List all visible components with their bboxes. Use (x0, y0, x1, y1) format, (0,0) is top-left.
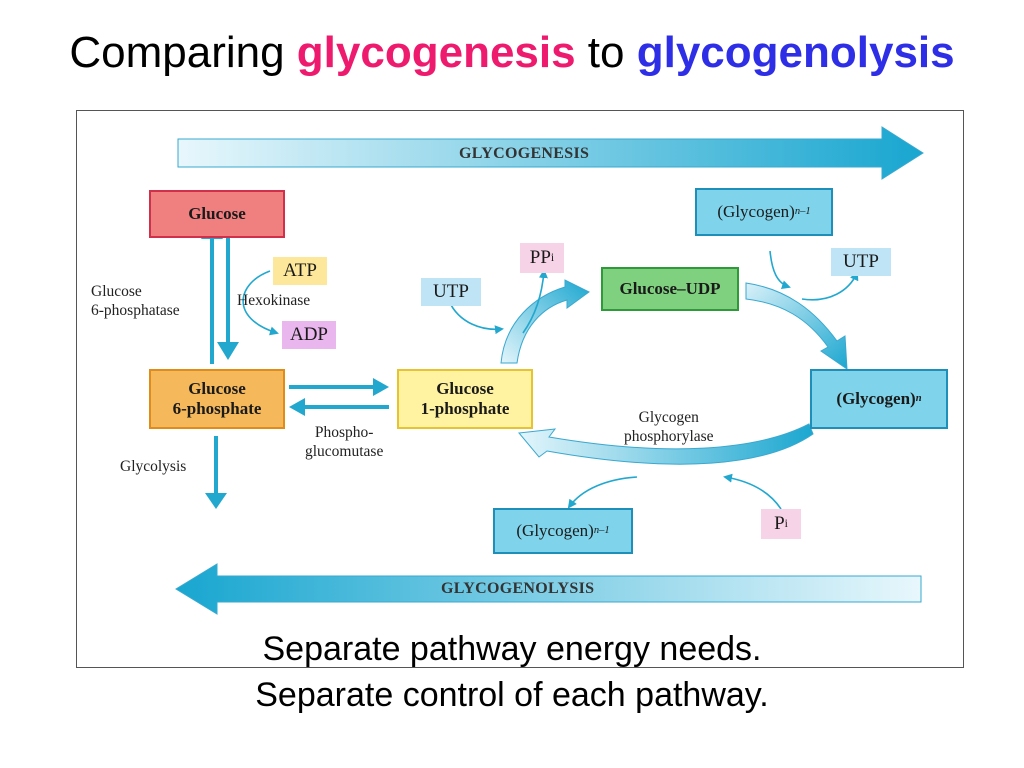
glucose-udp-box: Glucose–UDP (601, 267, 739, 311)
g6p-label-line1: Glucose (188, 379, 246, 399)
caption-line-1: Separate pathway energy needs. (262, 630, 762, 668)
glycolysis-arrow (205, 436, 227, 509)
utp-right-curve (801, 271, 859, 301)
glycogenolysis-band-label: GLYCOGENOLYSIS (441, 580, 595, 597)
phosphorylase-arc (518, 423, 814, 465)
utp-left-tag: UTP (421, 278, 481, 306)
phosphoglucomutase-label: Phospho-glucomutase (305, 424, 383, 461)
ppi-sub: i (550, 251, 555, 264)
gp-line1: Glycogen (638, 409, 699, 426)
glycogen-n-sub: n (915, 392, 922, 404)
title-prefix: Comparing (69, 28, 297, 77)
g1p-to-udp-arc (500, 279, 590, 364)
glycogenesis-band-arrow (177, 126, 924, 180)
caption-line-2: Separate control of each pathway. (255, 676, 769, 714)
glucose-to-g6p-arrow (217, 238, 239, 360)
hexokinase-label: Hexokinase (237, 292, 311, 309)
pgm-line1: Phospho- (314, 424, 374, 441)
udp-to-glycogen-arc (745, 282, 848, 370)
pi-sub: i (784, 517, 788, 530)
diagram-panel: GLYCOGENESIS GLYCOGENOLYSIS Glucose Gluc… (76, 110, 964, 668)
pathway-arrows (175, 126, 924, 615)
hexokinase-curve (242, 270, 279, 336)
atp-tag: ATP (273, 257, 327, 285)
g1p-label-line2: 1-phosphate (420, 399, 510, 418)
glycogen-n-minus-1-bottom-box: (Glycogen)n–1 (493, 508, 633, 554)
g6p-label-line2: 6-phosphate (172, 399, 262, 418)
g6p-to-g1p-arrow (289, 378, 389, 396)
g1p-label-line1: Glucose (436, 379, 494, 399)
glycolysis-label: Glycolysis (120, 458, 187, 475)
glucose-box: Glucose (149, 190, 285, 238)
glycogen-top-curve (769, 250, 791, 290)
g6pase-line1: Glucose (91, 283, 142, 300)
glycogen-n-minus-1-top-box: (Glycogen)n–1 (695, 188, 833, 236)
glycogen-top-base: (Glycogen) (717, 202, 795, 222)
glycogen-bottom-base: (Glycogen) (516, 521, 594, 541)
pi-curve (723, 473, 782, 510)
ppi-base: PP (529, 247, 551, 268)
g6pase-line2: 6-phosphatase (91, 301, 180, 319)
utp-left-curve (448, 300, 504, 335)
glucose-udp-label: Glucose–UDP (619, 279, 721, 299)
g1p-to-g6p-arrow (289, 398, 389, 416)
glycogen-bottom-curve (567, 476, 638, 509)
glycogen-n-base: (Glycogen) (836, 389, 916, 409)
pi-base: P (774, 513, 785, 534)
pgm-line2: glucomutase (305, 442, 384, 460)
glycogenesis-band-label: GLYCOGENESIS (459, 145, 590, 162)
title-term-glycogenolysis: glycogenolysis (636, 28, 955, 77)
title-term-glycogenesis: glycogenesis (296, 28, 576, 77)
adp-tag: ADP (282, 321, 336, 349)
slide-title: Comparing glycogenesis to glycogenolysis (0, 28, 1024, 78)
glycogen-top-sub: n–1 (794, 205, 811, 217)
glycogenolysis-band-arrow (175, 563, 922, 615)
ppi-curve (522, 269, 548, 334)
glycogen-bottom-sub: n–1 (593, 524, 610, 536)
g6p-to-glucose-arrow (201, 221, 223, 364)
title-middle: to (575, 28, 637, 77)
gp-line2: phosphorylase (624, 427, 714, 445)
glycogen-n-box: (Glycogen)n (810, 369, 948, 429)
glucose-label: Glucose (188, 204, 246, 224)
utp-right-tag: UTP (831, 248, 891, 276)
